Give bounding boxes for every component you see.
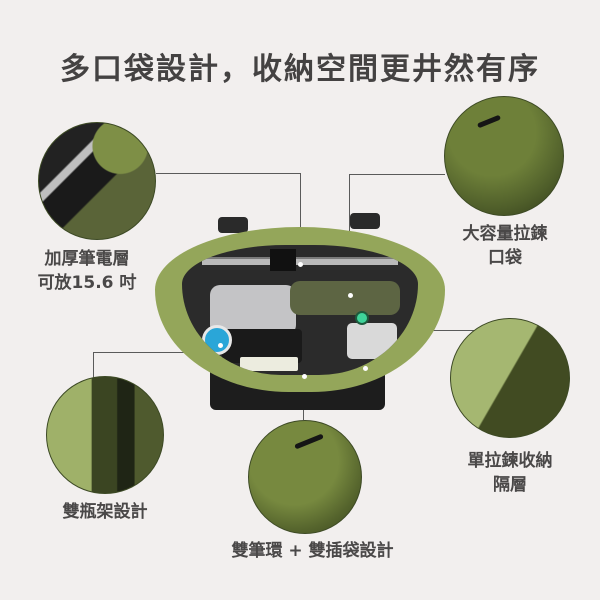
leader-line-bottle xyxy=(93,352,218,353)
zip-pocket-detail-photo xyxy=(444,96,564,216)
pen-slot xyxy=(294,433,324,450)
blue-bottle-cap xyxy=(202,325,232,355)
green-towel xyxy=(290,281,400,315)
white-card xyxy=(240,357,298,371)
bag-handle-right xyxy=(350,213,380,229)
laptop-strap xyxy=(270,249,296,271)
leader-line-laptop-v xyxy=(300,173,301,265)
bag-handle-left xyxy=(218,217,248,233)
leader-line-zip xyxy=(349,174,445,175)
leader-line-laptop xyxy=(156,173,301,174)
laptop-detail-photo xyxy=(38,122,156,240)
zipper-slot xyxy=(476,114,502,129)
white-item xyxy=(347,323,397,359)
pen-loop-detail-photo xyxy=(248,420,362,534)
marker-dot-towel xyxy=(348,293,353,298)
feature-label-pen: 雙筆環 + 雙插袋設計 xyxy=(231,541,394,561)
bottle-holder-detail-photo xyxy=(46,376,164,494)
leader-line-bottle-v xyxy=(93,352,94,380)
single-zip-detail-photo xyxy=(450,318,570,438)
feature-label-zip-pocket: 大容量拉鍊 口袋 xyxy=(462,224,548,268)
marker-dot-pen xyxy=(302,374,307,379)
feature-label-bottle: 雙瓶架設計 xyxy=(62,502,148,522)
page-title: 多口袋設計，收納空間更井然有序 xyxy=(60,52,540,87)
laptop-edge xyxy=(202,257,398,265)
marker-dot-bottle xyxy=(218,343,223,348)
feature-label-single-zip: 單拉鍊收納 隔層 xyxy=(467,451,553,495)
bag-interior xyxy=(182,245,418,375)
green-bottle-cap xyxy=(355,311,369,325)
marker-dot-single xyxy=(363,366,368,371)
marker-dot-laptop xyxy=(298,262,303,267)
leader-line-zip-v xyxy=(349,174,350,264)
bag-illustration xyxy=(150,213,450,410)
feature-label-laptop: 加厚筆電層 可放15.6 吋 xyxy=(37,249,137,293)
